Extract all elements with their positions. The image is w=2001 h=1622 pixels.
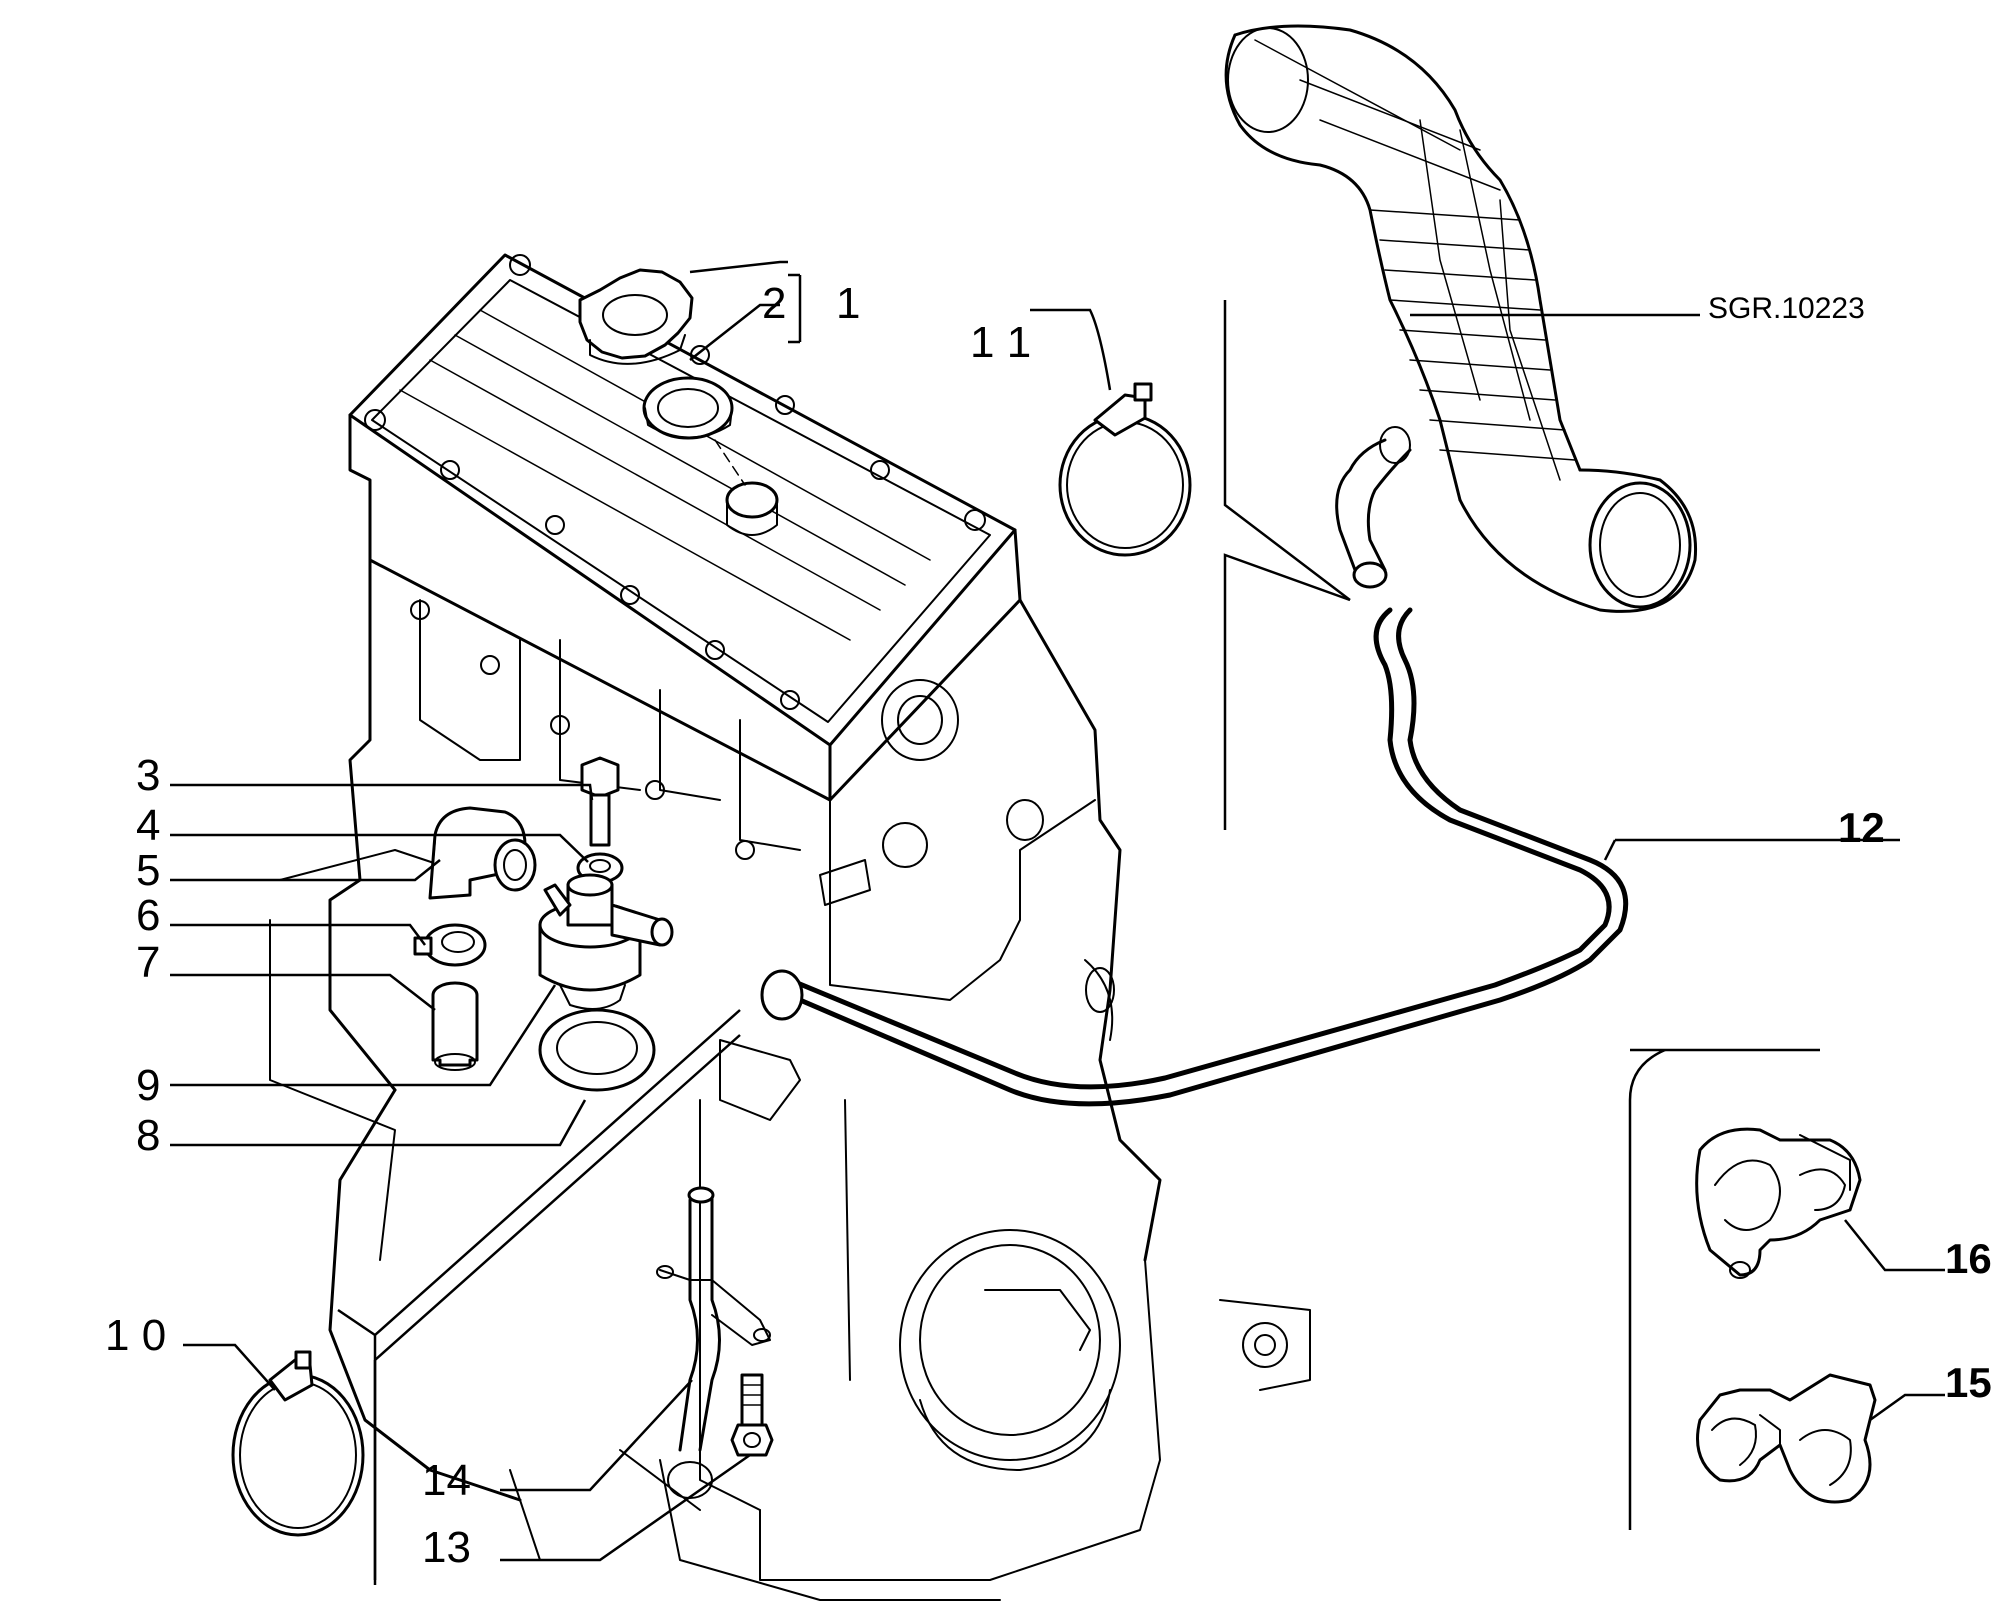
callout-7: 7 xyxy=(136,938,160,987)
callout-3: 3 xyxy=(136,751,160,800)
oil-filler-seal-icon xyxy=(642,376,734,440)
bolt-icon xyxy=(580,756,620,847)
callout-5: 5 xyxy=(136,846,160,895)
callout-14: 14 xyxy=(422,1456,471,1505)
engine-block xyxy=(269,253,1311,1601)
valve-gasket-icon xyxy=(538,1008,656,1092)
callout-9: 9 xyxy=(136,1061,160,1110)
hose-clip-16-icon xyxy=(1695,1127,1862,1279)
stud-nut-icon xyxy=(730,1373,774,1457)
air-intake-duct-icon xyxy=(1224,24,1698,613)
callout-10: 1 0 xyxy=(105,1311,166,1360)
oil-filter-icon xyxy=(899,1229,1121,1471)
callout-12: 12 xyxy=(1838,804,1885,851)
callout-2: 2 xyxy=(762,279,786,328)
filler-axis-line xyxy=(714,439,746,486)
callout-4: 4 xyxy=(136,801,160,850)
callout-8: 8 xyxy=(136,1111,160,1160)
bracket-lines xyxy=(337,273,1820,1585)
leader-lines xyxy=(170,260,1945,1562)
callout-1: 1 xyxy=(836,279,860,328)
elbow-hose-icon xyxy=(428,806,537,900)
hose-clip-15-icon xyxy=(1696,1373,1877,1504)
callout-11: 1 1 xyxy=(970,318,1031,367)
callout-13: 13 xyxy=(422,1523,471,1572)
hose-connector-icon xyxy=(431,981,479,1071)
pcv-valve-icon xyxy=(538,873,674,1010)
small-hose-clamp-icon xyxy=(413,923,487,967)
drawing-reference: SGR.10223 xyxy=(1708,292,1865,325)
breather-pipe-icon xyxy=(656,1186,771,1452)
hose-clamp-11-icon xyxy=(1058,382,1192,557)
oil-filler-cap-icon xyxy=(578,268,694,365)
breather-hose-icon xyxy=(760,607,1629,1107)
callout-16: 16 xyxy=(1945,1235,1992,1282)
callout-15: 15 xyxy=(1945,1359,1992,1406)
callout-6: 6 xyxy=(136,891,160,940)
hose-clamp-10-icon xyxy=(231,1350,365,1537)
